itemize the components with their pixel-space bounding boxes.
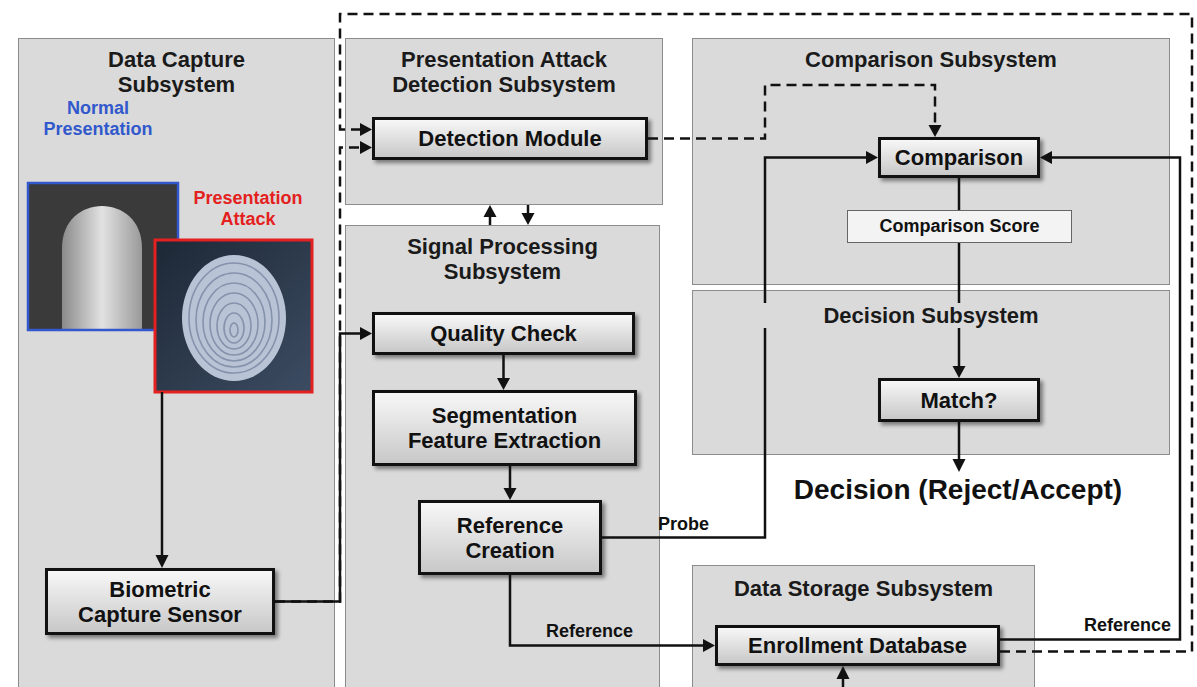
box-label: Comparison Score [879,216,1039,237]
image-label: Normal Presentation [28,98,168,140]
connector-line [527,205,530,214]
box-label: Comparison [895,145,1023,170]
connector-line [509,466,512,489]
connector-line [340,14,1192,652]
image-label: Presentation Attack [178,188,318,230]
subsystem-panel: Presentation Attack Detection SubsystemD… [345,38,663,205]
database-box: Enrollment Database [715,625,1000,666]
edge-label: Reference [546,621,633,642]
subsystem-panel: Decision SubsystemMatch? [692,290,1170,455]
finger-shape [62,206,142,330]
panel-title: Signal Processing Subsystem [373,234,633,284]
panel-title: Comparison Subsystem [721,47,1141,72]
process-box: Segmentation Feature Extraction [372,390,637,466]
box-label: Reference Creation [427,513,593,563]
panel-title: Presentation Attack Detection Subsystem [359,47,649,97]
box-label: Segmentation Feature Extraction [397,403,612,453]
dashed-connector [484,205,497,225]
arrowhead [484,205,497,217]
process-box: Detection Module [372,117,648,160]
panel-title: Data Storage Subsystem [699,576,1029,601]
dashed-connector [340,14,1192,652]
panel-title: Data Capture Subsystem [77,47,277,97]
edge-label: Probe [658,514,709,535]
process-box: Reference Creation [418,500,602,575]
image-frame [155,240,312,392]
box-label: Detection Module [418,126,601,151]
subsystem-panel: Signal Processing SubsystemQuality Check… [345,225,660,687]
dashed-connector [522,205,535,225]
subsystem-panel: Data Storage SubsystemEnrollment Databas… [692,565,1035,687]
box-label: Quality Check [430,321,577,346]
image-ground [155,240,312,392]
fingerprint-ridges [189,263,279,373]
process-box: Biometric Capture Sensor [45,568,275,635]
process-box: Quality Check [372,312,635,355]
fingerprint-shape [182,255,286,381]
edge-label: Reference [1084,615,1171,636]
connector-line [502,355,505,379]
process-box: Comparison [878,137,1040,178]
connector-line [489,216,492,225]
attack-finger-image [155,240,312,392]
box-label: Biometric Capture Sensor [73,577,248,627]
box-label: Enrollment Database [748,633,967,658]
score-box: Comparison Score [847,210,1072,243]
connector-line [958,178,961,210]
box-label: Match? [921,388,998,413]
connector [959,178,960,210]
arrowhead [522,213,535,225]
decision-box: Match? [878,378,1040,422]
subsystem-panel: Comparison SubsystemComparisonComparison… [692,38,1170,285]
decision-output: Decision (Reject/Accept) [708,474,1197,506]
panel-title: Decision Subsystem [721,303,1141,328]
